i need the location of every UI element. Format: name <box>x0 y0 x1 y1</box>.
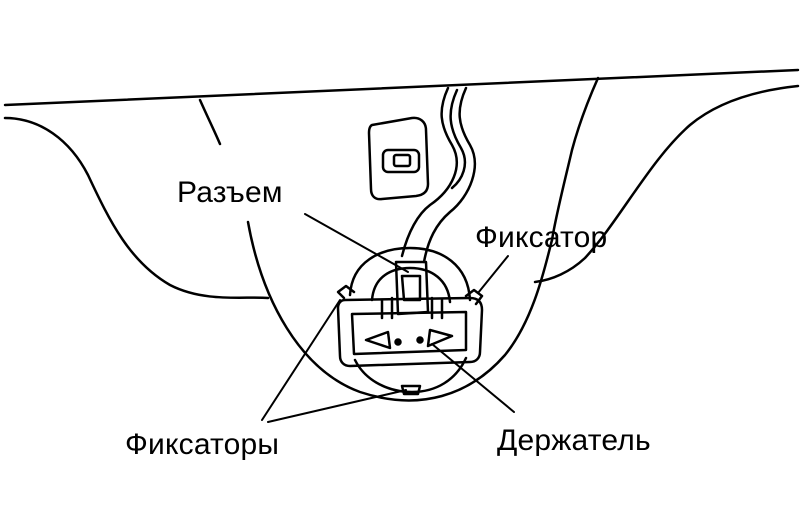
housing-left-contour <box>3 116 270 300</box>
housing-left-crease <box>198 98 222 146</box>
wire-harness-middle <box>449 88 467 190</box>
leader-latches-left <box>261 299 341 421</box>
label-latch: Фиксатор <box>475 221 608 254</box>
wire-harness-left <box>400 86 458 258</box>
leader-latch <box>477 255 509 294</box>
connector-tab <box>400 274 422 302</box>
socket-round-body <box>348 246 472 302</box>
socket-round-lower <box>353 356 468 394</box>
holder-right-arrow <box>426 328 454 348</box>
leader-latches-bottom <box>267 389 407 423</box>
holder-dot-right <box>416 336 424 344</box>
socket-inner-ring <box>370 266 452 304</box>
wire-harness-right <box>422 86 477 264</box>
housing-bowl <box>246 220 554 402</box>
label-holder: Держатель <box>497 424 651 457</box>
panel-switch-button-inner <box>392 153 412 168</box>
leader-holder <box>431 343 515 413</box>
holder-frame-inner <box>350 310 468 356</box>
panel-switch-button <box>381 148 421 174</box>
housing-right-contour <box>533 84 800 284</box>
holder-dot-left <box>394 338 402 346</box>
left-latch <box>336 284 356 300</box>
housing-right-crease <box>550 76 600 242</box>
holder-left-arrow <box>364 330 392 350</box>
panel-switch-body <box>367 116 430 201</box>
connector-ribs <box>380 296 444 320</box>
label-latches: Фиксаторы <box>125 428 280 461</box>
label-connector: Разъем <box>177 176 283 209</box>
leader-connector <box>304 213 409 273</box>
panel-top-edge <box>3 68 800 107</box>
holder-frame <box>336 296 484 368</box>
